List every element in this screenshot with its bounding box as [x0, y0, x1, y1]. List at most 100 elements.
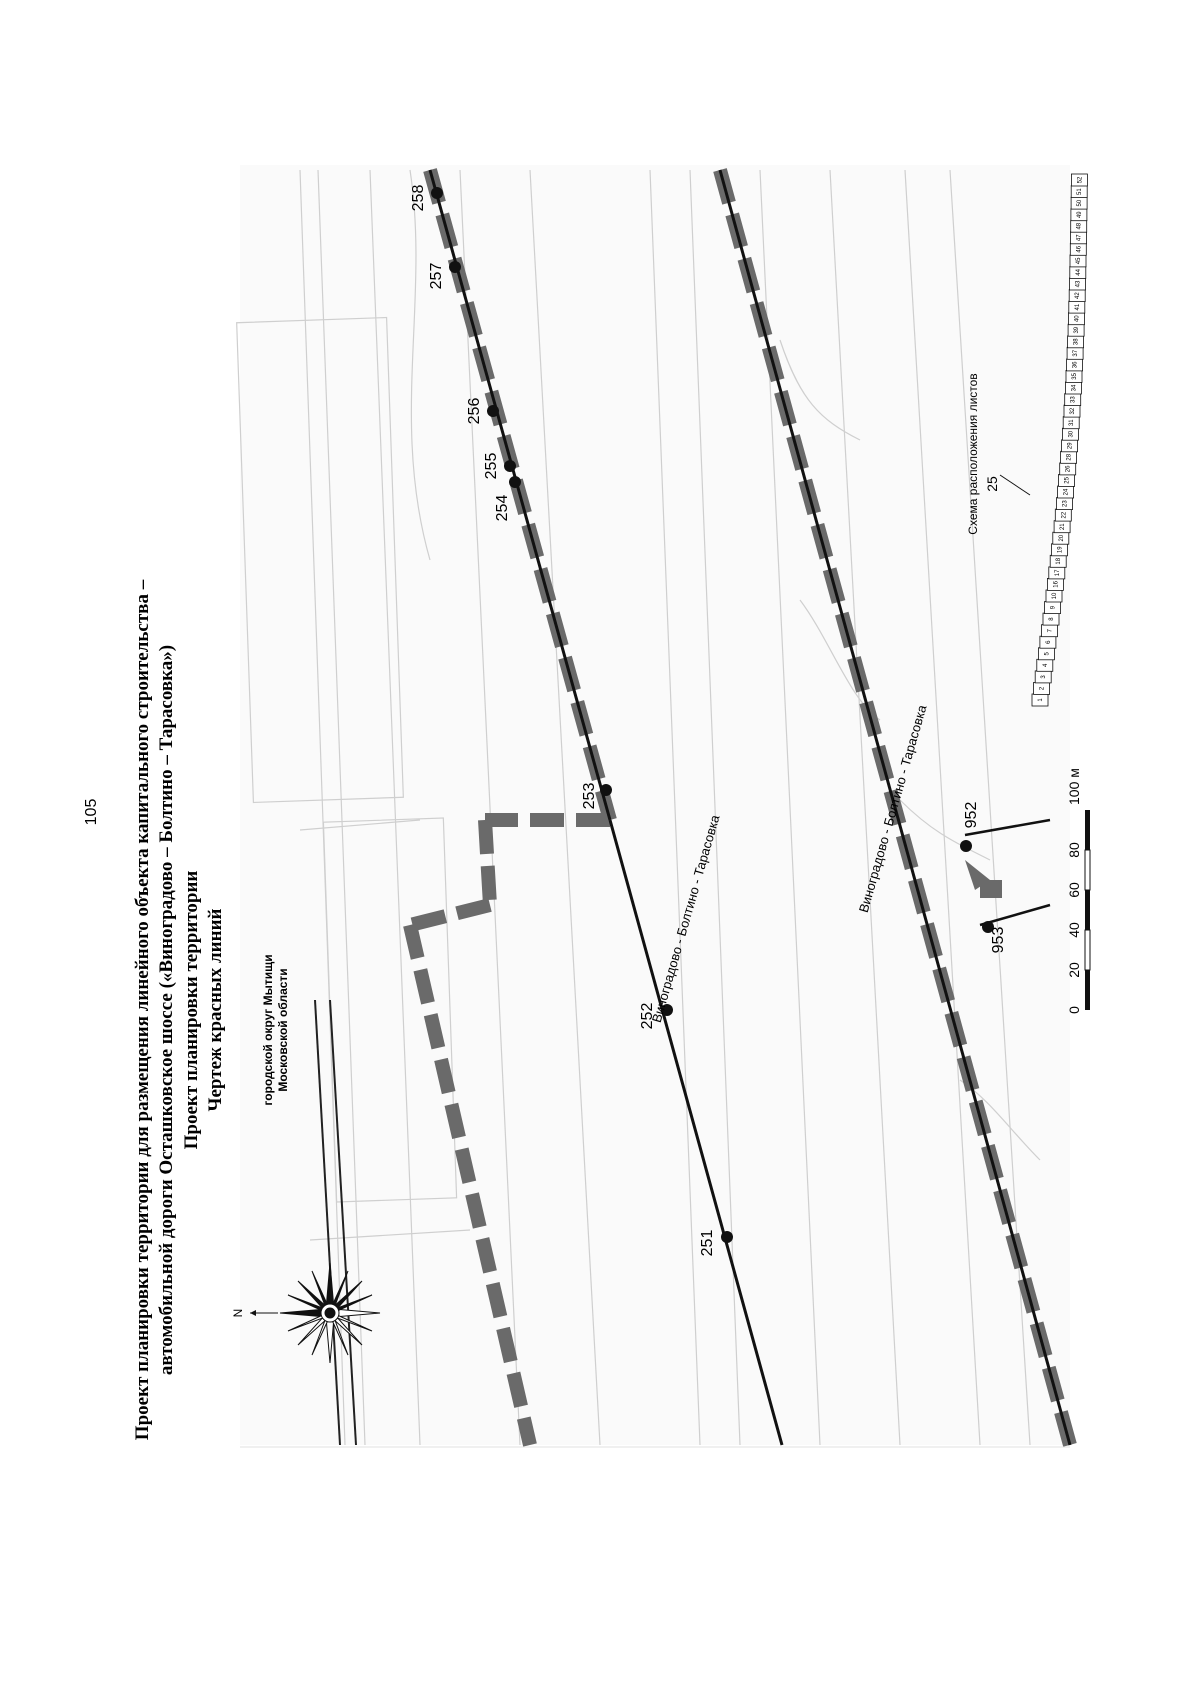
- point-254: [509, 476, 521, 488]
- point-label-251: 251: [699, 1230, 716, 1257]
- sheet-box: 17: [1048, 566, 1066, 580]
- sheet-box: 30: [1062, 427, 1079, 441]
- page-number: 105: [83, 799, 100, 826]
- point-label-254: 254: [494, 495, 511, 522]
- sheet-box: 43: [1069, 277, 1086, 291]
- sheet-box: 21: [1053, 520, 1071, 534]
- sheet-box: 50: [1070, 196, 1088, 210]
- sheet-box-label: 21: [1060, 523, 1066, 530]
- sheet-box: 45: [1069, 254, 1087, 268]
- scale-tick-40: 40: [1066, 922, 1082, 938]
- sheet-box-label: 4: [1043, 663, 1049, 667]
- district-label-line-2: Московской области: [276, 968, 290, 1091]
- sheet-box: 9: [1044, 601, 1061, 614]
- sheet-box: 35: [1065, 369, 1083, 383]
- sheet-box-label: 50: [1077, 199, 1083, 206]
- sheet-box-label: 10: [1052, 592, 1058, 599]
- sheet-box: 19: [1051, 543, 1068, 557]
- sheet-box-label: 7: [1048, 628, 1054, 632]
- sheet-box-label: 23: [1063, 500, 1069, 507]
- sheet-box-label: 25: [1065, 476, 1071, 483]
- scale-tick-80: 80: [1066, 842, 1082, 858]
- sheet-box-label: 30: [1068, 430, 1074, 437]
- sheet-box-label: 22: [1061, 511, 1067, 518]
- sheet-box: 37: [1066, 346, 1084, 360]
- sheet-box: 24: [1057, 485, 1074, 499]
- sheet-box-label: 28: [1067, 453, 1073, 460]
- sheet-box-label: 6: [1046, 640, 1052, 644]
- sheet-box-label: 8: [1049, 617, 1055, 621]
- sheet-box: 38: [1067, 335, 1084, 349]
- sheet-box-label: 40: [1075, 315, 1081, 322]
- sheet-box-label: 5: [1044, 651, 1050, 655]
- title-line-1: Проект планировки территории для размеще…: [132, 579, 153, 1440]
- sheet-box: 41: [1068, 300, 1086, 314]
- point-953: [982, 921, 994, 933]
- sheet-box-label: 41: [1075, 303, 1081, 310]
- sheet-box-label: 43: [1076, 280, 1082, 287]
- title-line-3: Проект планировки территории: [181, 871, 202, 1150]
- sheet-box: 44: [1069, 265, 1087, 279]
- sheet-box: 5: [1038, 647, 1055, 661]
- sheet-box-label: 38: [1074, 338, 1080, 345]
- sheet-box: 16: [1047, 578, 1064, 591]
- sheet-box-label: 48: [1077, 222, 1083, 229]
- point-label-256: 256: [466, 398, 483, 425]
- title-line-4: Чертеж красных линий: [205, 908, 226, 1111]
- sheet-box-label: 36: [1073, 361, 1079, 368]
- sheet-box: 52: [1071, 173, 1088, 187]
- point-255: [504, 460, 516, 472]
- sheet-box-label: 26: [1066, 465, 1072, 472]
- sheet-box: 28: [1060, 450, 1077, 464]
- sheet-box: 18: [1049, 554, 1067, 568]
- sheet-box-label: 47: [1077, 234, 1083, 241]
- sheet-box: 42: [1068, 289, 1086, 303]
- sheet-box-label: 16: [1053, 580, 1059, 587]
- sheet-box: 33: [1064, 393, 1082, 407]
- sheet-box-label: 44: [1076, 268, 1082, 275]
- point-label-953: 953: [990, 927, 1007, 954]
- point-labels: 251 252 253 254 255 256 257 258 952 953: [410, 185, 1007, 1257]
- sheet-box: 51: [1070, 185, 1088, 199]
- point-253: [600, 784, 612, 796]
- sheet-box: 7: [1041, 624, 1058, 638]
- sheet-box: 34: [1065, 381, 1082, 395]
- sheet-box: 49: [1070, 208, 1088, 222]
- point-label-252: 252: [639, 1003, 656, 1030]
- point-label-255: 255: [483, 453, 500, 480]
- sheet-box: 25: [1058, 473, 1075, 487]
- sheet-box: 47: [1070, 231, 1087, 245]
- sheet-box-label: 29: [1068, 442, 1074, 449]
- sheet-box: 46: [1069, 242, 1087, 256]
- survey-points: [431, 187, 994, 1243]
- sheet-box-label: 35: [1072, 372, 1078, 379]
- sheet-box-label: 2: [1040, 686, 1046, 690]
- point-label-952: 952: [963, 802, 980, 829]
- sheet-box: 3: [1034, 670, 1052, 684]
- sheet-box-label: 39: [1074, 326, 1080, 333]
- sheet-box: 23: [1056, 497, 1073, 511]
- current-sheet-number: 25: [984, 476, 1000, 492]
- sheet-box: 1: [1031, 693, 1049, 707]
- sheet-box-label: 45: [1076, 257, 1082, 264]
- scale-tick-100: 100 м: [1066, 768, 1082, 805]
- red-line-main: [608, 819, 784, 1446]
- sheet-box-label: 9: [1051, 605, 1057, 609]
- north-label: N: [231, 1309, 245, 1318]
- point-label-258: 258: [410, 185, 427, 212]
- point-952: [960, 840, 972, 852]
- sheet-box: 8: [1042, 612, 1060, 626]
- sheet-box-label: 31: [1069, 419, 1075, 426]
- sheet-box: 20: [1052, 531, 1070, 545]
- sheet-box: 40: [1068, 312, 1085, 326]
- scale-bar: 0 20 40 60 80 100 м: [1066, 768, 1091, 1014]
- sheet-box-label: 46: [1076, 245, 1082, 252]
- sheet-box: 31: [1062, 416, 1080, 430]
- point-label-253: 253: [581, 783, 598, 810]
- sheet-box-label: 18: [1056, 557, 1062, 564]
- sheet-box: 2: [1033, 682, 1050, 695]
- point-label-257: 257: [428, 263, 445, 290]
- sheet-box-label: 24: [1064, 488, 1070, 495]
- sheet-boxes: 1234567891016171819202122232425262829303…: [1031, 173, 1088, 707]
